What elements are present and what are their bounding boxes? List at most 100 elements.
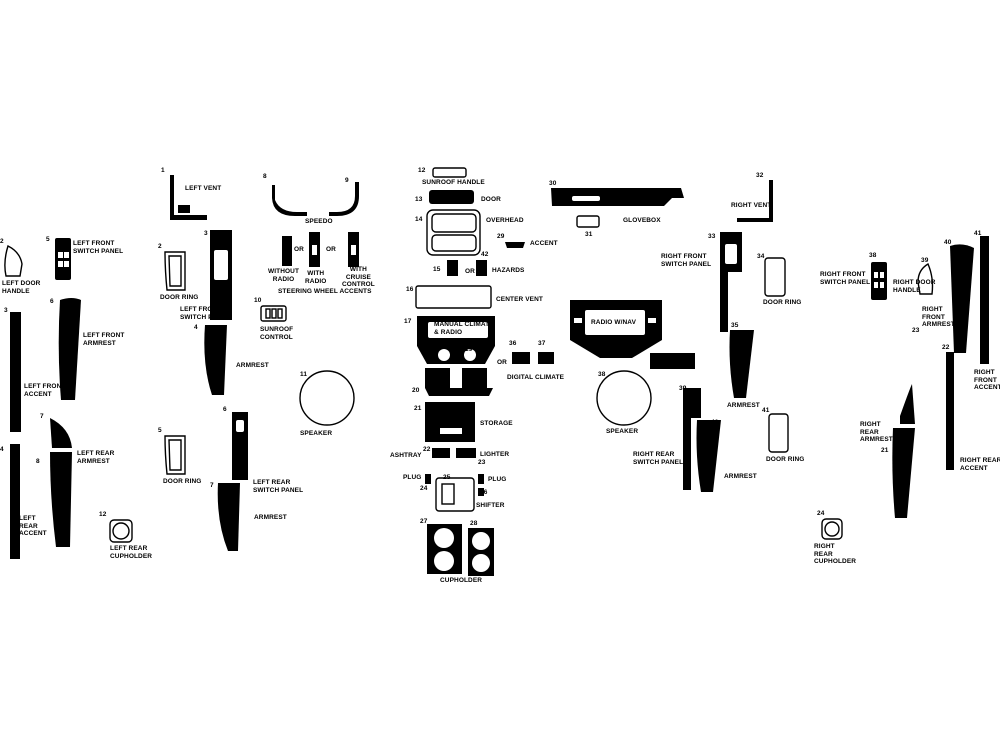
label-speedo: SPEEDO	[305, 218, 333, 225]
piece-number-3b: 3	[4, 307, 8, 314]
left-front-accent-piece	[10, 312, 21, 432]
label-right-front-switch-panel: RIGHT FRONT SWITCH PANEL	[661, 253, 712, 268]
left-vent-piece	[170, 175, 207, 220]
piece-number-38: 38	[869, 252, 877, 259]
label-left-front-armrest: LEFT FRONT ARMREST	[83, 332, 125, 347]
hazards-piece-15	[447, 260, 458, 276]
label-right-door-handle: RIGHT DOOR HANDLE	[893, 279, 936, 294]
label-door-ring-right-rear: DOOR RING	[766, 456, 805, 463]
label-digital-climate: DIGITAL CLIMATE	[507, 374, 565, 381]
piece-number-2: 2	[0, 238, 4, 245]
label-radio-nav: RADIO W/NAV	[591, 319, 637, 326]
piece-number-27: 27	[420, 518, 428, 525]
armrest-left-front-piece	[204, 325, 227, 395]
piece-number-40: 40	[944, 239, 952, 246]
left-rear-armrest-piece	[50, 418, 72, 448]
radio-nav-piece	[570, 300, 662, 358]
label-or-3: OR	[465, 268, 475, 275]
label-with-radio: WITH RADIO	[305, 270, 327, 285]
piece-number-38b: 38	[598, 371, 606, 378]
label-or-2: OR	[326, 246, 336, 253]
storage-piece-20	[425, 388, 493, 396]
door-ring-right-rear-piece	[768, 413, 789, 453]
label-left-door-handle: LEFT DOOR HANDLE	[2, 280, 41, 295]
left-rear-cupholder-piece	[109, 519, 133, 543]
right-rear-accent-piece	[892, 428, 915, 518]
piece-number-15: 15	[433, 266, 441, 273]
label-right-vent: RIGHT VENT	[731, 202, 772, 209]
label-door-ring-left-rear: DOOR RING	[163, 478, 202, 485]
label-armrest-right-front: ARMREST	[727, 402, 760, 409]
hazards-piece-42	[476, 260, 487, 276]
piece-number-26: 26	[480, 489, 488, 496]
speaker-right-piece	[596, 370, 652, 426]
piece-number-8: 8	[263, 173, 267, 180]
shifter-piece	[435, 477, 475, 512]
armrest-right-front-piece	[729, 330, 754, 398]
radio-nav-lower-piece	[650, 353, 695, 369]
right-rear-armrest-piece	[900, 384, 915, 424]
label-left-rear-switch-panel: LEFT REAR SWITCH PANEL	[253, 479, 304, 494]
label-storage: STORAGE	[480, 420, 513, 427]
piece-number-34: 34	[757, 253, 765, 260]
right-rear-switch-panel-piece	[683, 388, 701, 490]
label-speaker-left: SPEAKER	[300, 430, 333, 437]
piece-number-13: 13	[415, 196, 423, 203]
piece-number-29: 29	[497, 233, 505, 240]
label-right-rear-armrest: RIGHT REAR ARMREST	[860, 421, 893, 443]
piece-number-25: 25	[443, 474, 451, 481]
center-vent-piece	[415, 285, 492, 309]
label-plug-left: PLUG	[403, 474, 422, 481]
right-door-handle-piece	[917, 262, 934, 295]
piece-number-4b: 4	[0, 446, 4, 453]
label-without-radio: WITHOUT RADIO	[268, 268, 300, 283]
label-steering-wheel-accents: STEERING WHEEL ACCENTS	[278, 288, 372, 295]
right-front-accent-piece-22	[946, 352, 954, 470]
label-with-cruise-control: WITH CRUISE CONTROL	[342, 266, 375, 288]
speaker-left-piece	[299, 370, 355, 426]
piece-number-6b: 6	[223, 406, 227, 413]
overhead-piece	[426, 209, 481, 256]
right-vent-piece	[737, 180, 773, 222]
label-door-ring-left: DOOR RING	[160, 294, 199, 301]
label-right-front-accent: RIGHT FRONT ACCENT	[974, 369, 1000, 391]
label-left-front-switch-panel-2: LEFT FRONT SWITCH PANEL	[180, 306, 231, 321]
piece-number-5b: 5	[158, 427, 162, 434]
piece-number-22b: 22	[423, 446, 431, 453]
piece-number-22: 22	[942, 344, 950, 351]
lighter-piece	[456, 448, 476, 458]
label-right-rear-accent: RIGHT REAR ACCENT	[960, 457, 1000, 472]
label-hazards: HAZARDS	[492, 267, 525, 274]
piece-number-20: 20	[412, 387, 420, 394]
piece-number-30: 30	[549, 180, 557, 187]
label-armrest-right-rear: ARMREST	[724, 473, 757, 480]
label-accent: ACCENT	[530, 240, 558, 247]
left-front-switch-panel-piece	[55, 238, 71, 280]
piece-number-5: 5	[46, 236, 50, 243]
glovebox-release-piece	[576, 215, 600, 228]
right-front-switch-panel-piece	[720, 232, 742, 332]
glovebox-piece	[551, 188, 684, 206]
piece-number-36: 36	[509, 340, 517, 347]
plug-right-piece	[478, 474, 484, 484]
left-rear-accent-piece	[50, 452, 72, 547]
plug-piece-26	[478, 488, 484, 496]
sunroof-control-piece	[260, 305, 287, 322]
piece-number-41: 41	[974, 230, 982, 237]
label-right-rear-cupholder: RIGHT REAR CUPHOLDER	[814, 543, 857, 565]
label-right-front-armrest: RIGHT FRONT ARMREST	[922, 306, 955, 328]
piece-number-7b: 7	[210, 482, 214, 489]
piece-number-12b: 12	[99, 511, 107, 518]
left-front-switch-panel-door-piece	[210, 230, 232, 320]
label-or-4: OR	[497, 359, 507, 366]
label-door: DOOR	[481, 196, 501, 203]
label-left-rear-accent: LEFT REAR ACCENT	[19, 515, 47, 537]
digital-climate-piece-36	[512, 352, 530, 364]
digital-climate-piece-37	[538, 352, 554, 364]
piece-number-32: 32	[756, 172, 764, 179]
label-ashtray: ASHTRAY	[390, 452, 422, 459]
piece-number-31: 31	[585, 231, 593, 238]
label-glovebox: GLOVEBOX	[623, 217, 661, 224]
label-or-1: OR	[294, 246, 304, 253]
